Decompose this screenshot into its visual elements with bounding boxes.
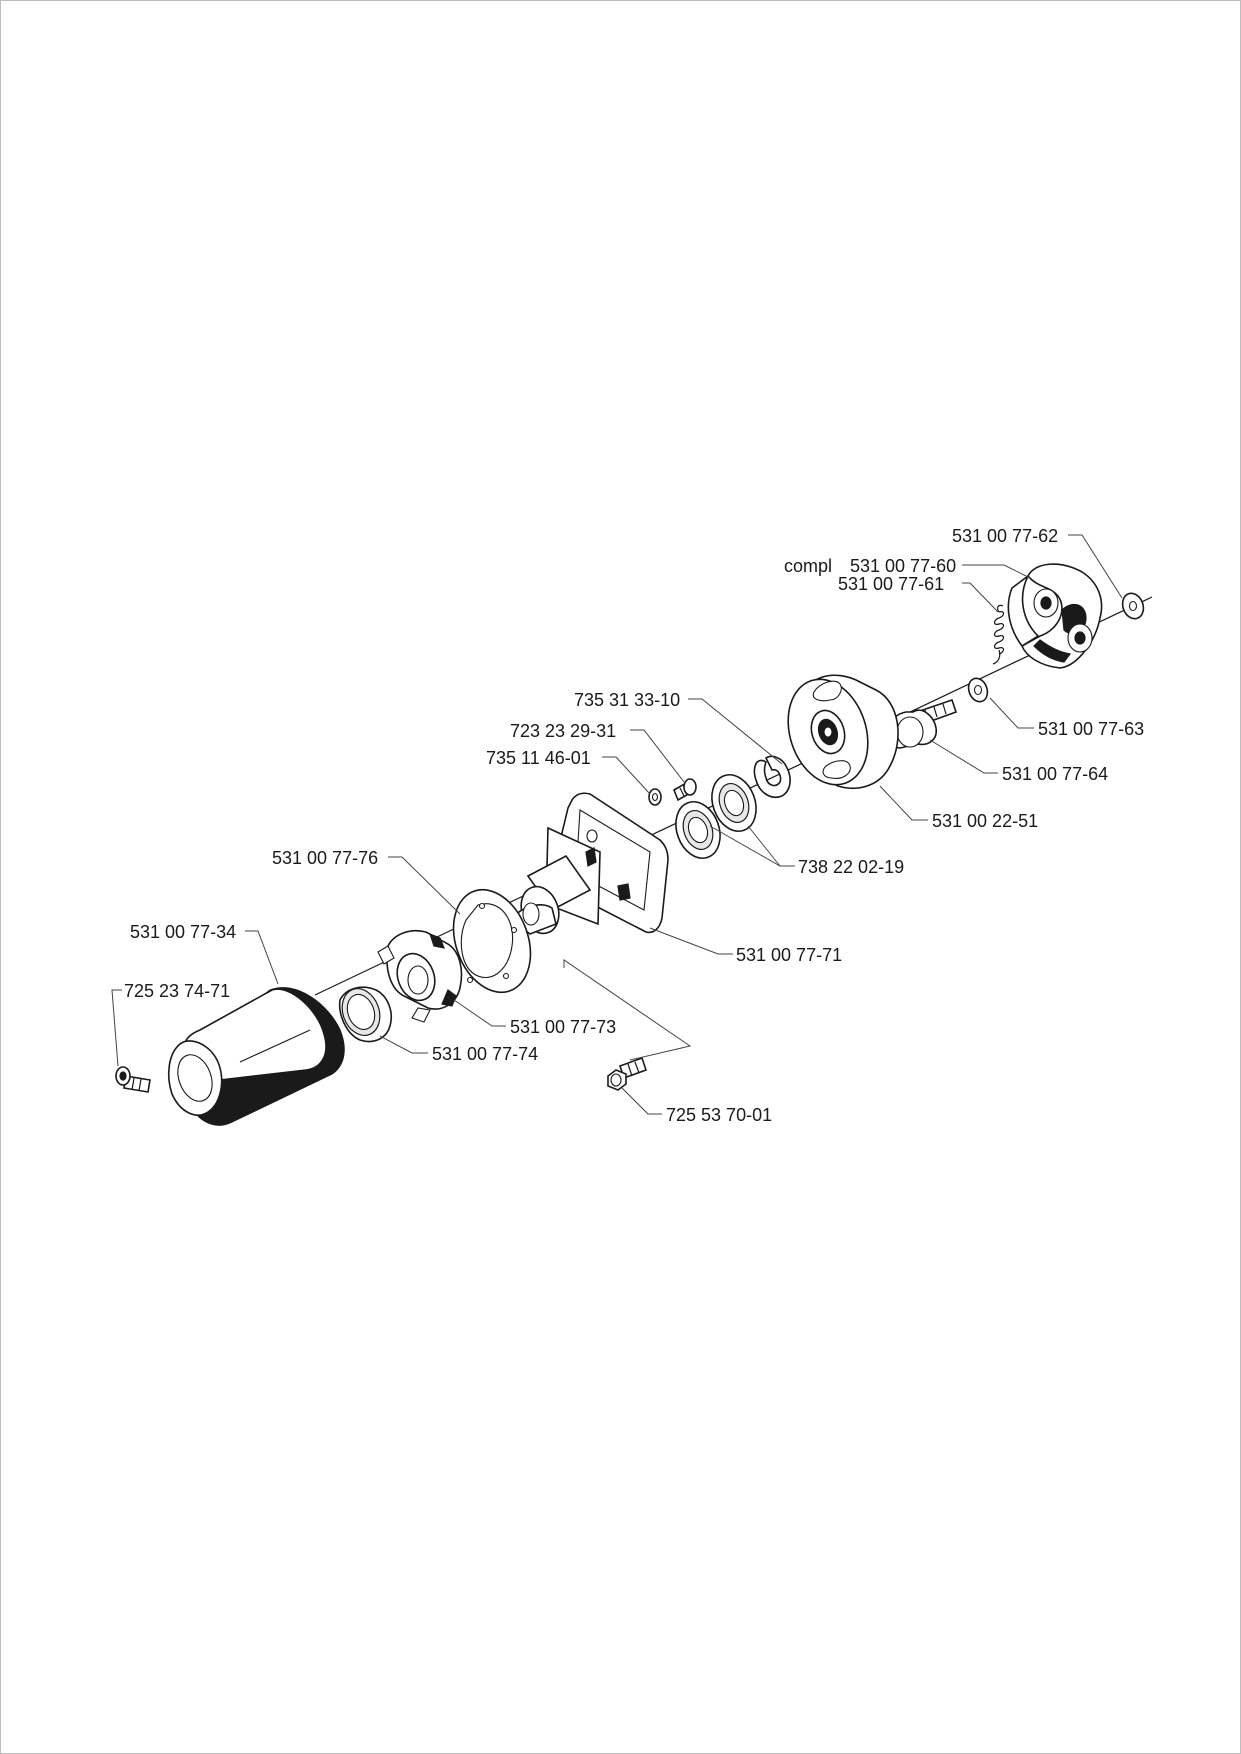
ball-bearing-part-a (711, 774, 757, 832)
damper-part (377, 930, 463, 1023)
ball-bearing-part-b (675, 801, 721, 859)
label-725-53-70-01: 725 53 70-01 (666, 1105, 772, 1125)
leader-531-00-77-71 (649, 927, 733, 955)
leader-725-53-70-01 (621, 1087, 662, 1115)
label-531-00-77-34: 531 00 77-34 (130, 922, 236, 942)
label-531-00-77-73: 531 00 77-73 (510, 1017, 616, 1037)
circlip-part (648, 788, 662, 806)
small-washer-part (967, 677, 989, 703)
gasket-part (452, 888, 532, 994)
label-531-00-22-51: 531 00 22-51 (932, 811, 1038, 831)
label-725-23-74-71: 725 23 74-71 (124, 981, 230, 1001)
leader-531-00-77-74 (379, 1035, 428, 1054)
label-531-00-77-61: 531 00 77-61 (838, 574, 944, 594)
leader-531-00-77-76 (388, 856, 461, 915)
leader-531-00-77-63 (989, 697, 1034, 729)
leader-531-00-77-61 (962, 582, 999, 613)
clutch-spring-part (992, 604, 1005, 665)
end-washer-part (1121, 592, 1145, 620)
housing-screw-part (607, 1056, 648, 1091)
leader-735-31-33-10 (688, 698, 783, 765)
label-compl: compl (784, 556, 832, 576)
leader-531-00-77-34 (245, 930, 279, 985)
clutch-shoes-part (1007, 563, 1103, 669)
leader-738-22-02-19-b (747, 825, 781, 867)
sleeve-part (338, 986, 392, 1043)
label-531-00-77-60: 531 00 77-60 (850, 556, 956, 576)
label-531-00-77-63: 531 00 77-63 (1038, 719, 1144, 739)
leader-723-23-29-31 (630, 729, 685, 783)
label-723-23-29-31: 723 23 29-31 (510, 721, 616, 741)
label-735-31-33-10: 735 31 33-10 (574, 690, 680, 710)
cover-part (167, 987, 345, 1126)
label-531-00-77-62: 531 00 77-62 (952, 526, 1058, 546)
clutch-drum-part (787, 674, 899, 789)
label-735-11-46-01: 735 11 46-01 (486, 748, 591, 768)
leader-735-11-46-01 (602, 756, 651, 795)
label-738-22-02-19: 738 22 02-19 (798, 857, 904, 877)
leader-531-00-77-64 (929, 739, 998, 774)
label-531-00-77-76: 531 00 77-76 (272, 848, 378, 868)
leader-531-00-22-51 (879, 785, 928, 821)
leader-725-23-74-71 (111, 989, 122, 1067)
leader-531-00-77-73 (453, 999, 506, 1027)
leader-531-00-77-62 (1068, 534, 1123, 599)
label-531-00-77-74: 531 00 77-74 (432, 1044, 538, 1064)
bolt-part (886, 698, 958, 749)
label-531-00-77-71: 531 00 77-71 (736, 945, 842, 965)
small-screw-part (672, 778, 697, 802)
retaining-ring-part (753, 755, 791, 798)
leader-housing-screw-axis (563, 959, 692, 1061)
cover-screw-part (115, 1066, 151, 1093)
label-531-00-77-64: 531 00 77-64 (1002, 764, 1108, 784)
leader-531-00-77-60 (962, 564, 1031, 579)
clutch-housing-part (510, 792, 669, 935)
